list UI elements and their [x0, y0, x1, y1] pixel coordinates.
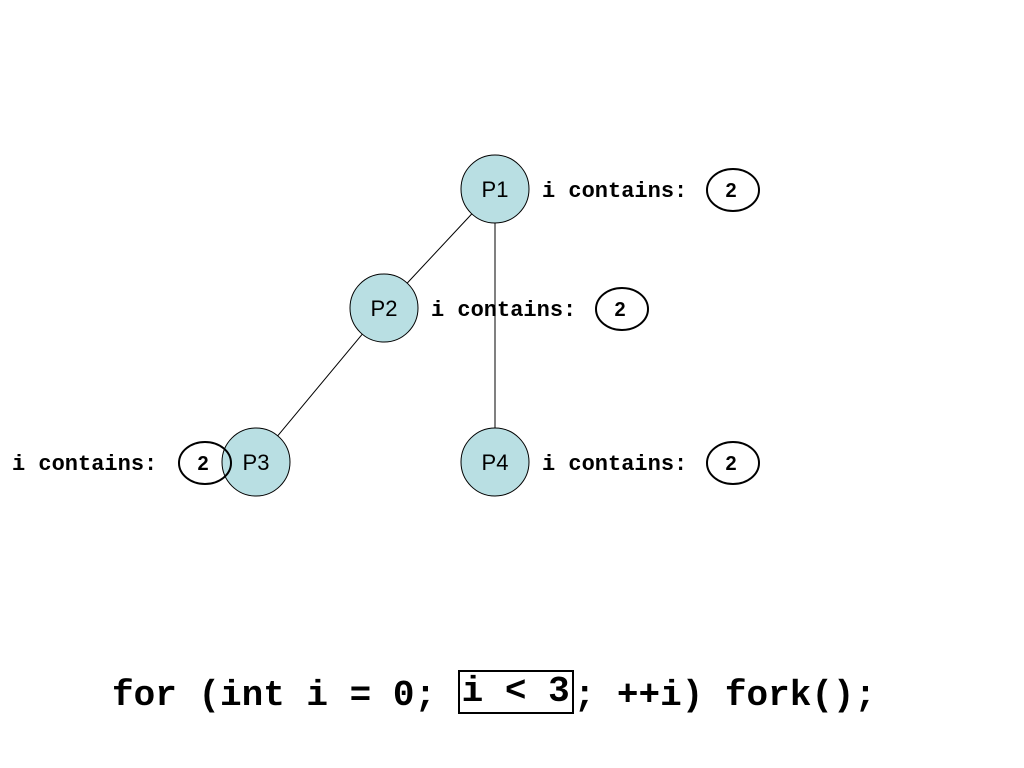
node-p2-circle: [349, 273, 419, 343]
node-p1-circle: [460, 154, 530, 224]
node-p4-value-oval: [706, 441, 760, 485]
edge-p1-p2: [406, 213, 473, 284]
edge-p2-p3: [277, 333, 363, 437]
node-p2-value-oval: [595, 287, 649, 331]
node-p1-value-oval: [706, 168, 760, 212]
node-p2-value: 2: [614, 299, 625, 321]
code-after: ; ++i) fork();: [573, 675, 877, 716]
node-p2-label: P2: [371, 296, 398, 321]
node-p3-label: P3: [243, 450, 270, 475]
node-p2-contains-text: i contains:: [431, 298, 576, 323]
node-p4-contains-text: i contains:: [542, 452, 687, 477]
code-line: for (int i = 0; i < 3; ++i) fork();: [112, 668, 876, 724]
node-p4-label: P4: [482, 450, 509, 475]
node-p3-value: 2: [197, 453, 208, 475]
node-p1-contains-text: i contains:: [542, 179, 687, 204]
code-before: for (int i = 0;: [112, 675, 458, 716]
node-p3-value-oval: [178, 441, 232, 485]
code-condition-box: i < 3: [457, 670, 574, 715]
node-p4-value: 2: [725, 453, 736, 475]
node-p3-circle: [221, 427, 291, 497]
node-p1-value: 2: [725, 180, 736, 202]
node-p3-contains-text: i contains:: [12, 452, 157, 477]
node-p1-label: P1: [482, 177, 509, 202]
node-p4-circle: [460, 427, 530, 497]
edges-layer: [277, 213, 496, 437]
